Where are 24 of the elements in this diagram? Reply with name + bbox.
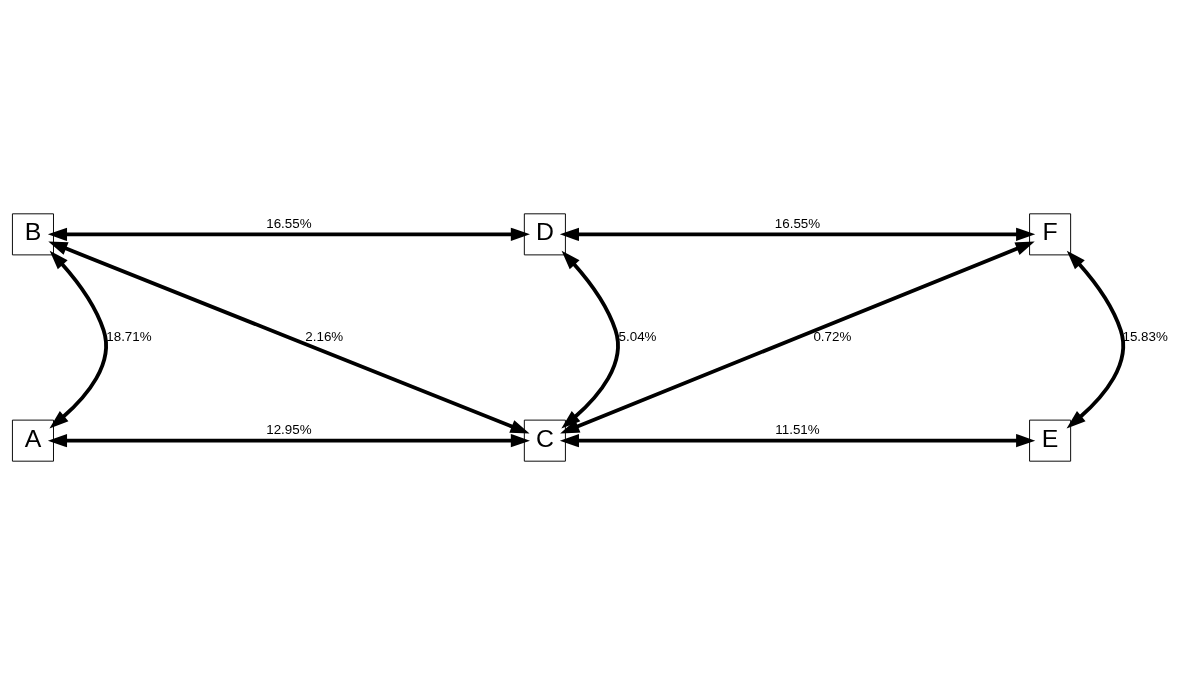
arrow: [47, 227, 530, 242]
arrow: [559, 227, 1036, 242]
edge-label: 11.51%: [775, 422, 820, 438]
edge-label: 15.83%: [1122, 329, 1168, 345]
arrow: [559, 433, 1036, 448]
node-box: B: [11, 213, 54, 256]
arrow: [1066, 250, 1126, 429]
node-box: C: [523, 419, 566, 462]
arrow: [49, 250, 108, 429]
edge-label: 16.55%: [266, 215, 312, 231]
arrow: [47, 433, 530, 448]
arrow: [48, 241, 530, 434]
edge-label: 0.72%: [813, 329, 852, 345]
node-box: E: [1029, 419, 1072, 462]
edge-label: 18.71%: [106, 329, 152, 345]
node-box: F: [1029, 213, 1072, 256]
arrow: [561, 250, 620, 429]
node-box: A: [11, 419, 54, 462]
arrow: [560, 241, 1035, 434]
node-box: D: [523, 213, 566, 256]
edge-label: 5.04%: [618, 329, 657, 345]
edge-label: 12.95%: [266, 422, 312, 438]
edge-label: 16.55%: [774, 215, 821, 231]
edge-label: 2.16%: [305, 329, 344, 345]
